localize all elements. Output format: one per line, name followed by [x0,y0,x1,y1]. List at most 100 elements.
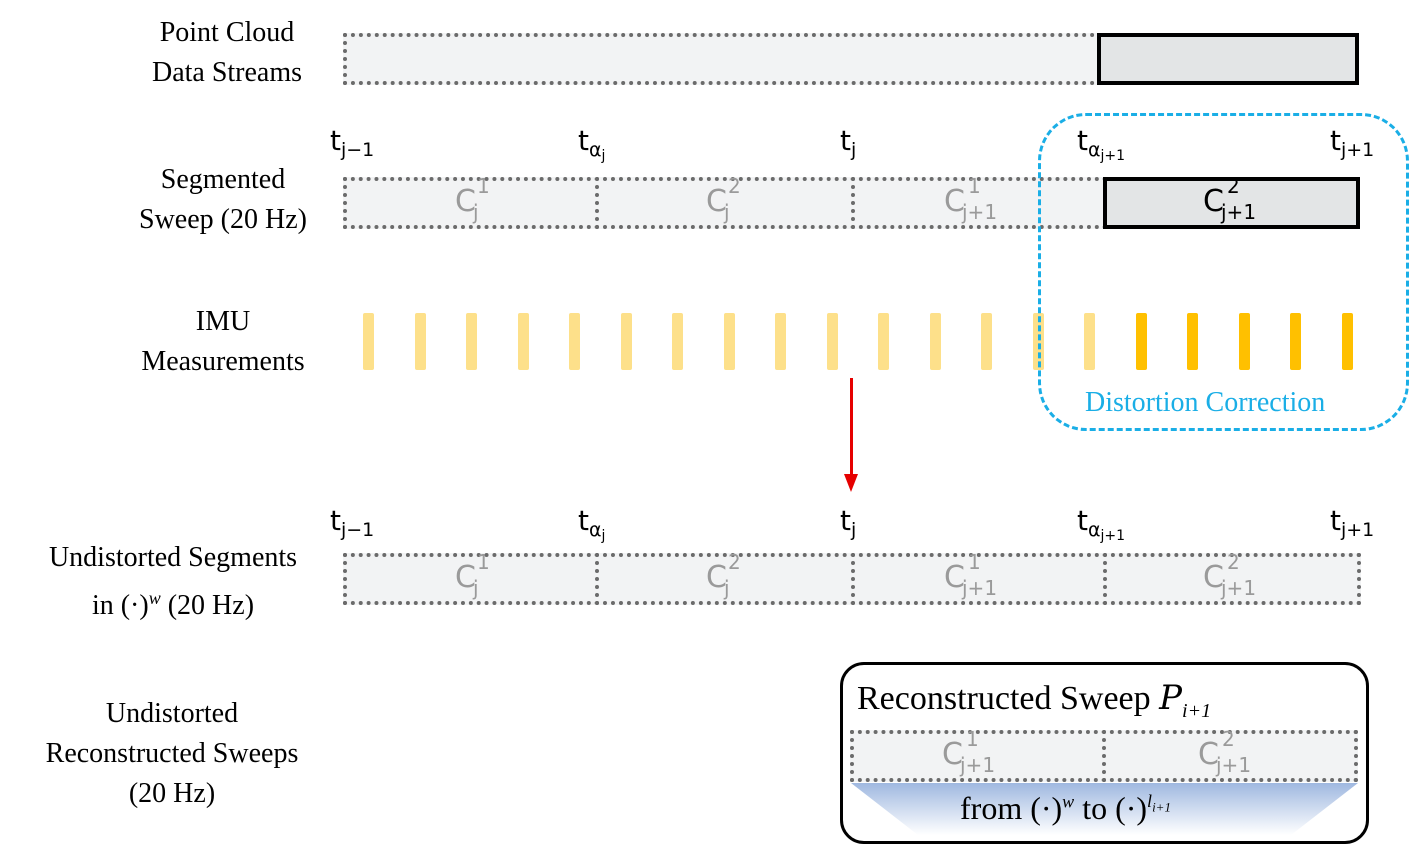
tick-sub: α [588,139,602,161]
transform-note: from (·)w to (·)li+1 [960,790,1171,827]
imu-sample-bar [878,313,889,370]
seg-sup: 1 [966,727,979,751]
label-line: Undistorted Segments [48,542,298,573]
imu-sample-bar [1290,313,1301,370]
recon-title-p: P [1159,678,1183,718]
label-imu: IMU Measurements [118,302,328,382]
label-line: Undistorted [105,698,239,729]
tick-base: t [840,504,851,537]
label-point-cloud: Point Cloud Data Streams [137,13,317,93]
label-line: Point Cloud [159,17,295,48]
seg-base: C [1198,737,1219,772]
label-sup: w [148,588,161,608]
tick-subsub: j [601,148,606,164]
arrow-down-icon [844,474,858,492]
reconstructed-sweep-title: Reconstructed Sweep Pi+1 [857,678,1211,723]
tick-base: t [1330,504,1341,537]
label-line: Reconstructed Sweeps [45,738,299,769]
seg-sub: j [473,200,479,224]
recon-bar-c-j1-1 [850,730,1106,782]
tick-sub: α [1087,139,1101,161]
seg-sub: j+1 [1221,200,1257,224]
note-sup: l [1147,791,1153,812]
imu-sample-bar [1136,313,1147,370]
point-cloud-current-bar [1097,33,1359,85]
imu-sample-bar [1239,313,1250,370]
tick-t-j: tj [840,507,856,540]
imu-sample-bar [1342,313,1353,370]
label-line: Measurements [141,346,305,377]
seg-sup: 2 [1222,727,1235,751]
recon-bar-c-j1-2 [1102,730,1358,782]
transform-band-shape [851,783,1358,835]
tick-base: t [1077,504,1088,537]
seg-base: C [706,560,727,595]
imu-sample-bar [827,313,838,370]
note-sup: w [1062,791,1075,812]
seg-sub: j [724,576,730,600]
imu-sample-bar [621,313,632,370]
tick-subsub: j+1 [1100,528,1126,544]
tick-t-j-plus-1: tj+1 [1330,507,1374,540]
note-part: from (·) [960,790,1063,826]
seg-base: C [942,737,963,772]
seg-sub: j [473,576,479,600]
tick-base: t [840,124,851,157]
imu-sample-bar [672,313,683,370]
tick-t-j-minus-1: tj−1 [330,127,374,160]
label-line: Data Streams [151,57,303,88]
tick-base: t [330,124,341,157]
tick-base: t [330,504,341,537]
note-part: to (·) [1074,790,1148,826]
seg-sup: 1 [477,174,490,198]
imu-sample-bar [569,313,580,370]
label-undistorted-recon: Undistorted Reconstructed Sweeps (20 Hz) [15,694,329,814]
recon-title-sub: i+1 [1182,699,1212,722]
label-line: in (·)w (20 Hz) [18,578,328,626]
seg-sup: 2 [1227,550,1240,574]
distortion-correction-label: Distortion Correction [1085,387,1326,418]
arrow-shaft [850,378,853,478]
tick-sub: j [850,139,857,161]
recon-title-text: Reconstructed Sweep [857,680,1160,717]
seg-sup: 1 [968,174,981,198]
imu-sample-bar [1084,313,1095,370]
imu-sample-bar [724,313,735,370]
seg-sup: 2 [1227,174,1240,198]
imu-sample-bar [518,313,529,370]
tick-base: t [578,504,589,537]
seg-base: C [706,184,727,219]
transform-band [851,783,1358,835]
seg-sub: j+1 [1221,576,1257,600]
label-part: in (·) [91,590,149,621]
label-line: IMU [195,306,251,337]
label-segmented: Segmented Sweep (20 Hz) [118,160,328,240]
seg-base: C [1203,560,1224,595]
seg-sub: j+1 [962,200,998,224]
undistorted-bar-c-j1-2 [1103,553,1361,605]
seg-base: C [455,184,476,219]
tick-subsub: j+1 [1100,148,1126,164]
seg-base: C [1203,184,1224,219]
tick-sub: j−1 [340,519,375,541]
point-cloud-stream-bar [343,33,1103,85]
imu-sample-bar [930,313,941,370]
tick-t-j: tj [840,127,856,160]
tick-t-j-minus-1: tj−1 [330,507,374,540]
seg-sub: j+1 [960,753,996,777]
label-undistorted-segments: Undistorted Segments in (·)w (20 Hz) [18,538,328,626]
imu-sample-bar [775,313,786,370]
tick-sub: α [1087,519,1101,541]
seg-base: C [944,560,965,595]
label-line: (20 Hz) [128,778,216,809]
seg-sub: j+1 [962,576,998,600]
imu-sample-bar [363,313,374,370]
seg-sup: 2 [728,550,741,574]
